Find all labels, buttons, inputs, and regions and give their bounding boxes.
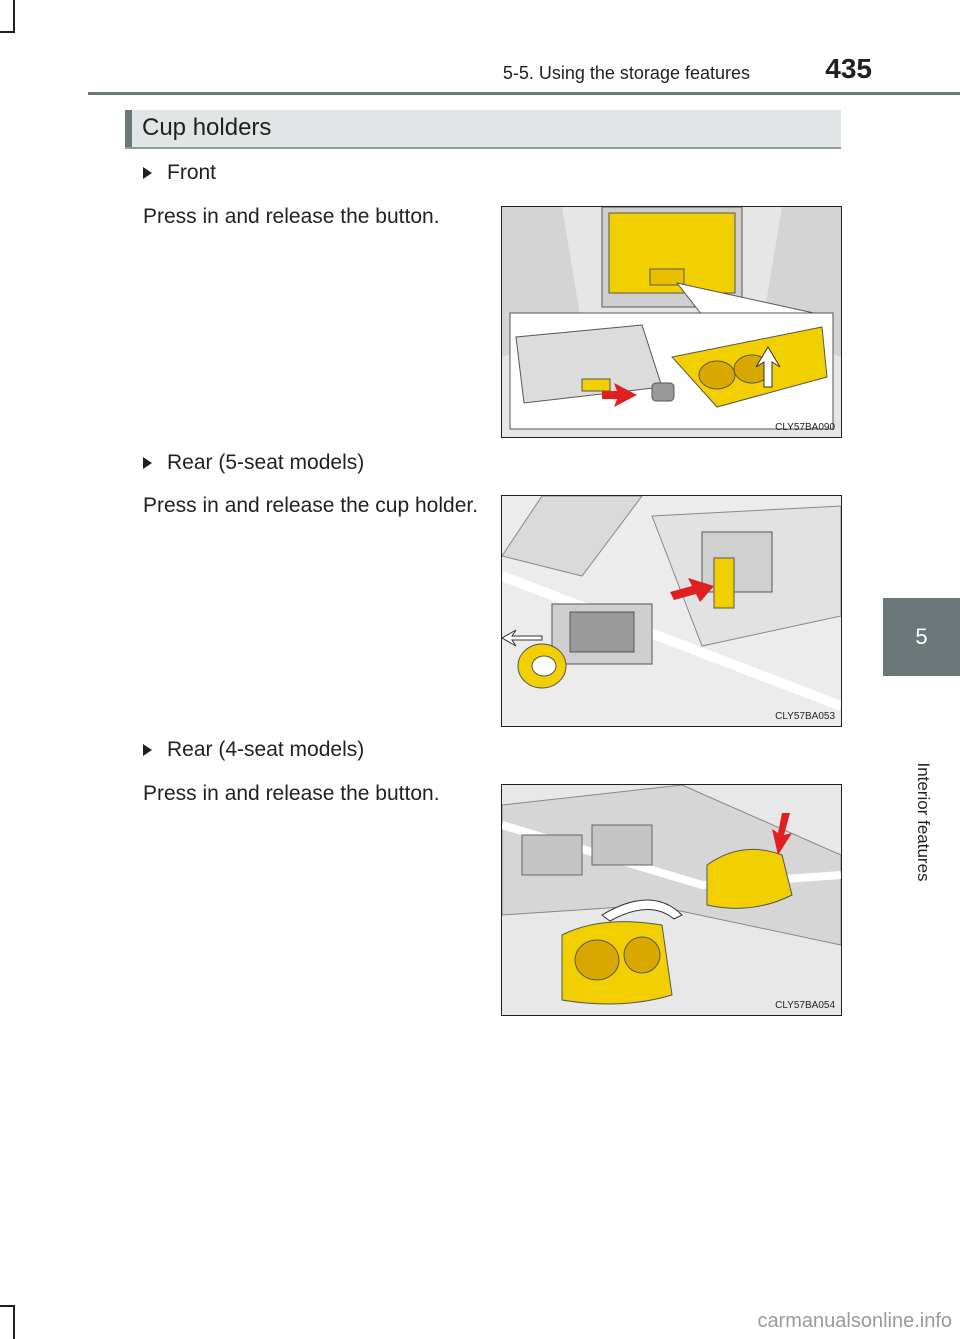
front-cup-holder-illustration: CLY57BA090: [501, 206, 842, 438]
page-number: 435: [825, 53, 872, 84]
subheading-label: Rear (4-seat models): [167, 738, 365, 761]
rear-5-seat-cup-holder-svg: [502, 496, 841, 726]
rear-4-seat-cup-holder-illustration: CLY57BA054: [501, 784, 842, 1016]
section-heading-accent: [125, 110, 132, 147]
crop-mark-top-left-h: [0, 31, 13, 33]
figure-code: CLY57BA090: [775, 422, 835, 433]
crop-mark-bottom-left-v: [13, 1305, 15, 1339]
rear-4-seat-cup-holder-svg: [502, 785, 841, 1015]
subheading-label: Rear (5-seat models): [167, 451, 365, 474]
bullet-arrow-icon: [143, 167, 152, 179]
subheading-rear-5-seat: Rear (5-seat models): [143, 451, 364, 475]
bullet-arrow-icon: [143, 744, 152, 756]
figure-code: CLY57BA053: [775, 711, 835, 722]
watermark[interactable]: carmanualsonline.info: [757, 1310, 952, 1332]
chapter-number: 5: [915, 624, 928, 649]
section-heading-bar: Cup holders: [125, 110, 841, 149]
instruction-front: Press in and release the button.: [143, 205, 440, 228]
header-section-title: 5-5. Using the storage features: [502, 63, 750, 83]
header-rule: [88, 92, 960, 95]
chapter-title: Interior features: [914, 762, 933, 882]
crop-mark-top-left-v: [13, 0, 15, 33]
subheading-front: Front: [143, 161, 216, 185]
front-cup-holder-svg: [502, 207, 841, 437]
chapter-tab: 5: [883, 598, 960, 676]
section-title: Cup holders: [142, 114, 272, 141]
instruction-rear-5-seat: Press in and release the cup holder.: [143, 494, 479, 517]
subheading-label: Front: [167, 161, 217, 184]
instruction-rear-4-seat: Press in and release the button.: [143, 782, 440, 805]
subheading-rear-4-seat: Rear (4-seat models): [143, 738, 364, 762]
crop-mark-bottom-left-h: [0, 1305, 13, 1307]
rear-5-seat-cup-holder-illustration: CLY57BA053: [501, 495, 842, 727]
figure-code: CLY57BA054: [775, 1000, 835, 1011]
bullet-arrow-icon: [143, 457, 152, 469]
